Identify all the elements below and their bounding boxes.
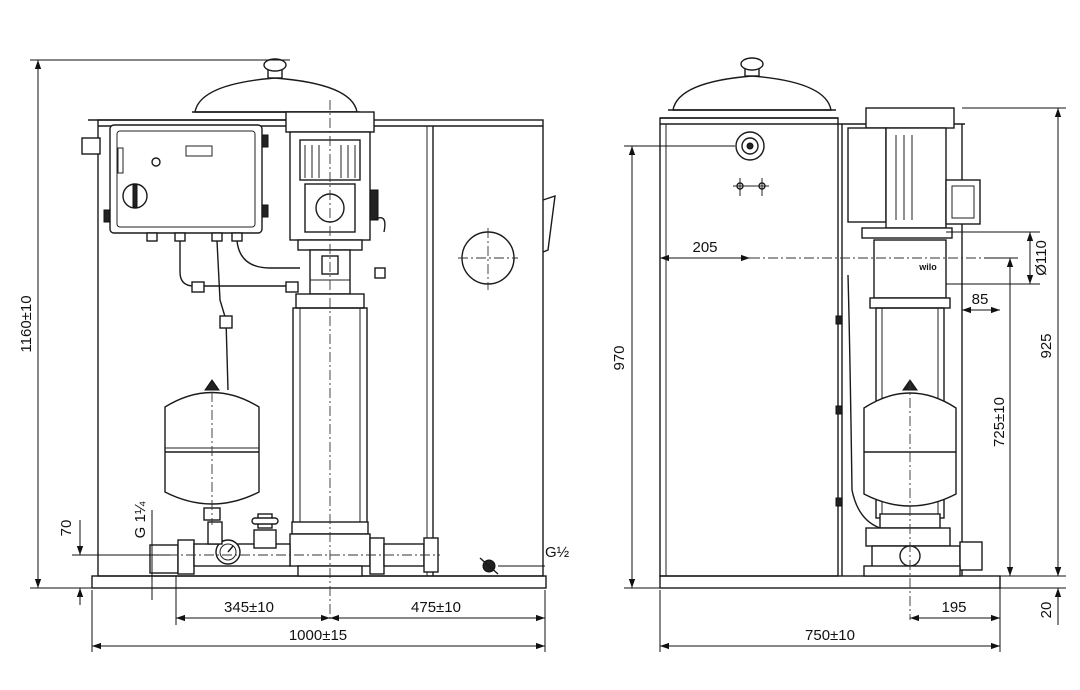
dim-970: 970 bbox=[611, 345, 628, 370]
side-expansion-vessel bbox=[863, 392, 957, 507]
front-control-box bbox=[109, 124, 263, 234]
side-lid bbox=[672, 75, 832, 111]
brand-wilo: wilo bbox=[918, 262, 937, 272]
dim-205: 205 bbox=[692, 239, 717, 256]
side-base-plate bbox=[659, 575, 1001, 589]
dim-1160: 1160±10 bbox=[18, 295, 35, 352]
dim-d110: Ø110 bbox=[1033, 240, 1050, 276]
dim-1000: 1000±15 bbox=[289, 627, 347, 644]
dim-475: 475±10 bbox=[411, 599, 461, 616]
dim-725: 725±10 bbox=[991, 397, 1008, 447]
dim-345: 345±10 bbox=[224, 599, 274, 616]
side-view: wilo bbox=[659, 57, 1020, 620]
dim-925: 925 bbox=[1038, 333, 1055, 358]
side-dimensions bbox=[624, 107, 1066, 652]
dim-85: 85 bbox=[972, 291, 989, 308]
side-pump-motor bbox=[847, 107, 981, 239]
front-view bbox=[81, 58, 556, 620]
front-lid bbox=[194, 77, 358, 113]
front-pump-motor bbox=[285, 111, 386, 251]
dim-g12: G½ bbox=[545, 544, 570, 561]
dim-20: 20 bbox=[1038, 602, 1055, 619]
dim-g114: G 1¼ bbox=[132, 501, 149, 538]
side-tank-body bbox=[659, 117, 839, 577]
front-manhole bbox=[461, 231, 515, 285]
dim-195: 195 bbox=[941, 599, 966, 616]
dim-70: 70 bbox=[58, 520, 75, 537]
dim-750: 750±10 bbox=[805, 627, 855, 644]
front-base-plate bbox=[91, 575, 547, 589]
front-dimensions bbox=[30, 59, 546, 652]
